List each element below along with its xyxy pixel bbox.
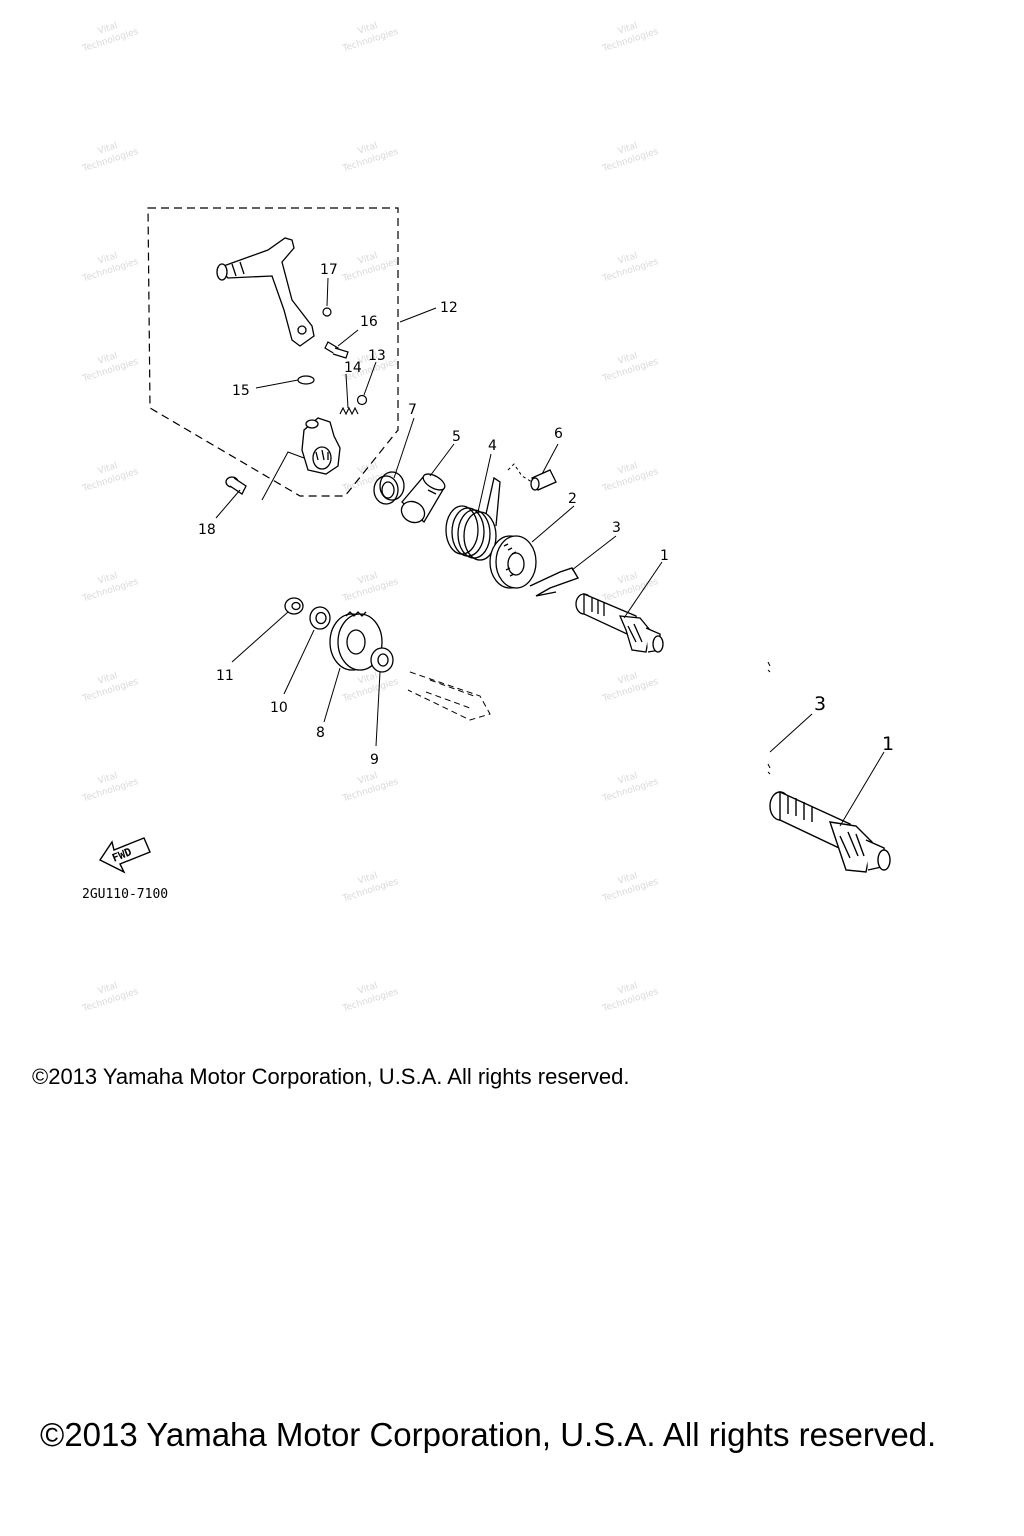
callout-15: 15: [232, 383, 250, 399]
callout-17: 17: [320, 262, 338, 278]
inset-leader-3: [769, 713, 813, 753]
callout-14: 14: [344, 360, 362, 376]
leader-lines: [215, 277, 663, 747]
part-2-ratchet-wheel: [489, 535, 537, 589]
transmission-shaft-reference: [407, 671, 491, 721]
part-18-leader-path: [261, 451, 305, 501]
part-14-spring: [339, 406, 359, 416]
part-5-sleeve: [400, 473, 446, 524]
part-11-circlip: [284, 597, 304, 615]
part-3-spring-clip: [529, 567, 580, 597]
part-6-dashed-link: [507, 463, 533, 483]
part-17-ball: [322, 307, 332, 317]
inset-cutoff-mark: [767, 661, 771, 775]
callout-labels: 17 12 16 13 14 15 7 5 4 6 2 3 1 18 11 10…: [198, 262, 669, 768]
inset-leader-1: [839, 751, 885, 827]
callout-10: 10: [270, 700, 288, 716]
callout-11: 11: [216, 668, 234, 684]
callout-4: 4: [488, 438, 497, 454]
callout-9: 9: [370, 752, 379, 768]
part-16-bolt: [324, 341, 349, 359]
part-10-washer: [309, 606, 331, 630]
callout-8: 8: [316, 725, 325, 741]
callout-5: 5: [452, 429, 461, 445]
inset-detail: 3 1: [767, 661, 894, 873]
copyright-notice-large: ©2013 Yamaha Motor Corporation, U.S.A. A…: [40, 1416, 937, 1453]
callout-1: 1: [660, 548, 669, 564]
callout-6: 6: [554, 426, 563, 442]
part-7-bearing: [373, 471, 405, 505]
kick-crank-lever: [216, 237, 315, 347]
callout-12: 12: [440, 300, 458, 316]
inset-callout-1: 1: [882, 733, 894, 755]
part-13-ball: [356, 394, 368, 406]
part-6-pin: [530, 469, 557, 491]
fwd-direction-arrow: FWD 2GU110-7100: [82, 837, 168, 902]
part-4-torsion-spring: [445, 476, 501, 561]
inset-callout-3: 3: [814, 693, 826, 715]
drawing-code: 2GU110-7100: [82, 887, 168, 902]
fwd-arrow-icon: [98, 837, 151, 874]
callout-16: 16: [360, 314, 378, 330]
callout-18: 18: [198, 522, 216, 538]
callout-3: 3: [612, 520, 621, 536]
kick-crank-assembly-boundary: [147, 207, 399, 497]
callout-7: 7: [408, 402, 417, 418]
callout-13: 13: [368, 348, 386, 364]
inset-kick-axle: [769, 790, 891, 873]
kick-boss: [301, 417, 341, 475]
part-18-bolt: [225, 476, 247, 495]
part-1-kick-axle: [575, 593, 664, 653]
part-15-ring: [297, 375, 315, 385]
part-9-washer: [370, 647, 394, 673]
callout-2: 2: [568, 491, 577, 507]
copyright-notice-small: ©2013 Yamaha Motor Corporation, U.S.A. A…: [32, 1064, 630, 1089]
